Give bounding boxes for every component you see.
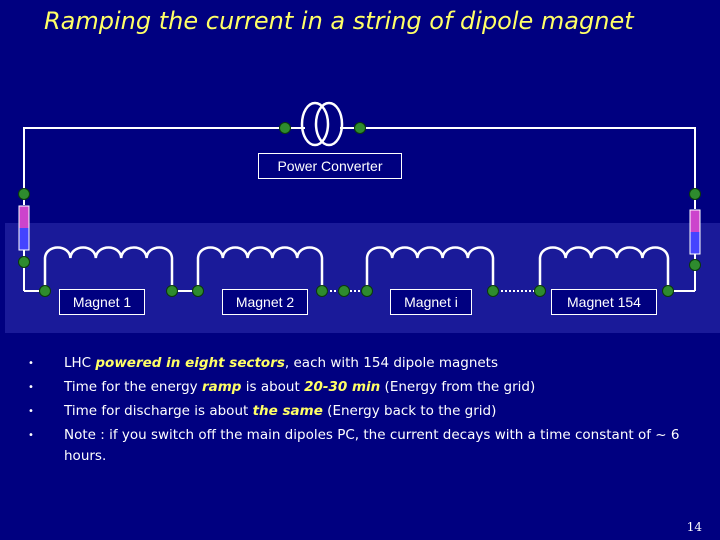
magnet-coil-1 <box>43 246 174 290</box>
magnet-label-154: Magnet 154 <box>551 289 657 315</box>
magnet-label-2: Magnet 2 <box>222 289 308 315</box>
bullet-text: Time for discharge is about <box>64 403 253 419</box>
bullet-list: • LHC powered in eight sectors, each with… <box>28 353 688 470</box>
circuit-node <box>166 285 178 297</box>
circuit-node <box>39 285 51 297</box>
highlighted-text: the same <box>252 403 323 419</box>
circuit-node <box>192 285 204 297</box>
circuit-node <box>534 285 546 297</box>
bullet-item: • LHC powered in eight sectors, each with… <box>28 353 688 374</box>
circuit-node <box>689 259 701 271</box>
circuit-node <box>354 122 366 134</box>
circuit-node <box>316 285 328 297</box>
highlighted-text: 20-30 min <box>304 379 381 395</box>
circuit-node <box>338 285 350 297</box>
resistor-left-top <box>19 206 29 228</box>
bullet-dot: • <box>28 406 34 417</box>
circuit-node <box>361 285 373 297</box>
transformer-coil-right <box>314 101 344 147</box>
circuit-node <box>18 256 30 268</box>
bullet-item: • Time for discharge is about the same (E… <box>28 401 688 422</box>
slide-title: Ramping the current in a string of dipol… <box>44 7 634 35</box>
circuit-node <box>689 188 701 200</box>
highlighted-text: powered in eight sectors <box>95 355 285 371</box>
bullet-text: (Energy back to the grid) <box>322 403 497 419</box>
bullet-text: is about <box>241 379 305 395</box>
resistor-left-bottom <box>19 228 29 250</box>
bullet-text: LHC <box>64 355 96 371</box>
transformer-coil-left <box>300 101 330 147</box>
magnet-label-i: Magnet i <box>390 289 472 315</box>
highlighted-text: ramp <box>201 379 242 395</box>
bullet-text: Time for the energy <box>64 379 202 395</box>
bullet-item: • Time for the energy ramp is about 20-30… <box>28 377 688 398</box>
circuit-node <box>662 285 674 297</box>
magnet-coil-i <box>365 246 495 290</box>
circuit-node <box>18 188 30 200</box>
bullet-item: • Note : if you switch off the main dipol… <box>28 425 688 467</box>
power-converter-label: Power Converter <box>258 153 402 179</box>
wire-right <box>360 127 696 194</box>
magnet-coil-2 <box>196 246 324 290</box>
bullet-dot: • <box>28 358 34 369</box>
magnet-coil-154 <box>538 246 670 290</box>
wire-left <box>23 127 285 194</box>
circuit-node <box>279 122 291 134</box>
resistor-right-bottom <box>690 232 700 254</box>
bullet-text: (Energy from the grid) <box>380 379 536 395</box>
bullet-text: , each with 154 dipole magnets <box>284 355 499 371</box>
bullet-text: Note : if you switch off the main dipole… <box>64 427 680 464</box>
bullet-dot: • <box>28 430 34 441</box>
resistor-right-top <box>690 210 700 232</box>
circuit-node <box>487 285 499 297</box>
magnet-band <box>5 223 720 333</box>
page-number: 14 <box>686 520 702 534</box>
bullet-dot: • <box>28 382 34 393</box>
magnet-label-1: Magnet 1 <box>59 289 145 315</box>
